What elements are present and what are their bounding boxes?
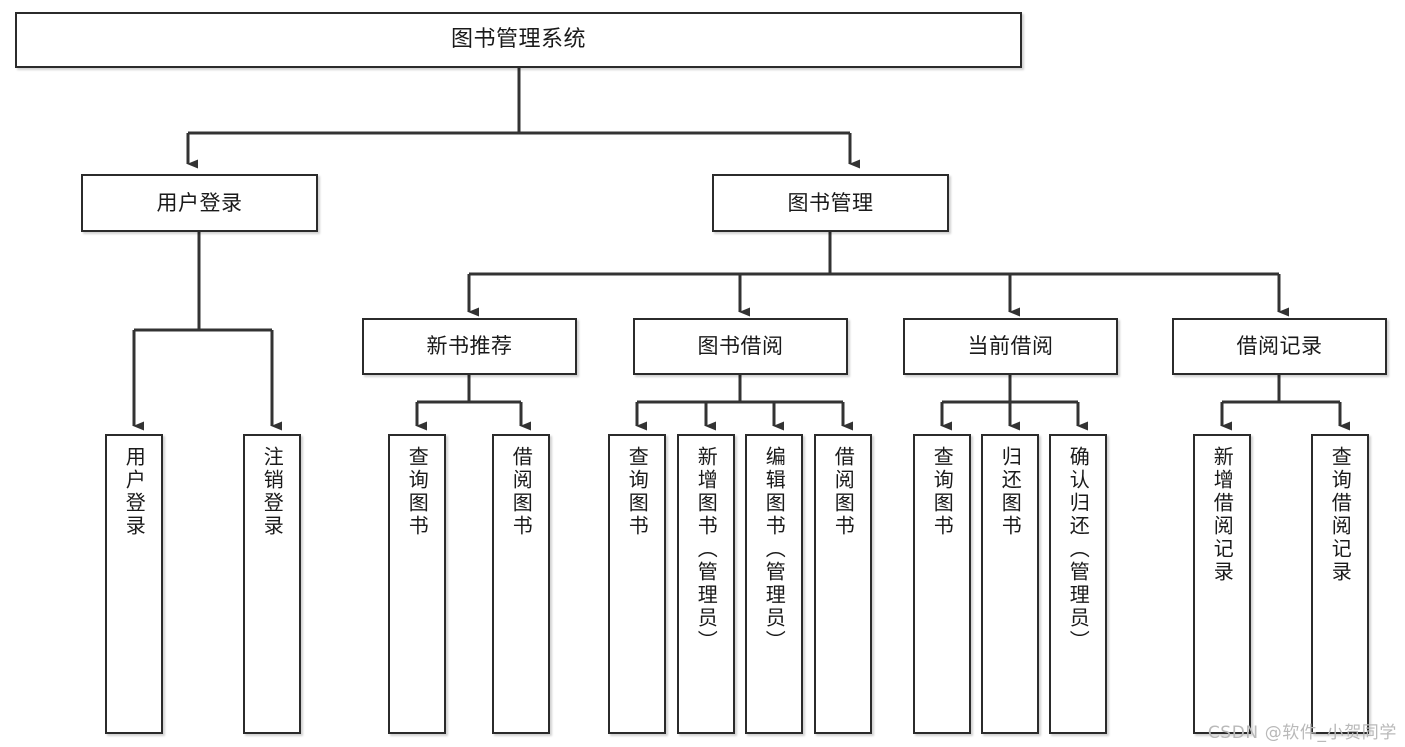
- node-borrow-record-label: 借阅记录: [1236, 334, 1323, 359]
- node-leaf-confirm-return[interactable]: 确认归还（管理员）: [1049, 434, 1107, 734]
- node-book-borrow[interactable]: 图书借阅: [633, 318, 848, 375]
- node-current-borrow-label: 当前借阅: [967, 334, 1054, 359]
- node-leaf-query-record-label: 查询借阅记录: [1328, 446, 1353, 584]
- node-leaf-borrow-book-1[interactable]: 借阅图书: [492, 434, 550, 734]
- node-leaf-return-book-label: 归还图书: [998, 446, 1023, 538]
- node-book-manage[interactable]: 图书管理: [712, 174, 949, 232]
- node-leaf-confirm-return-label: 确认归还（管理员）: [1066, 446, 1091, 653]
- node-leaf-add-record-label: 新增借阅记录: [1210, 446, 1235, 584]
- node-leaf-user-login-label: 用户登录: [122, 446, 147, 538]
- node-leaf-user-logout-label: 注销登录: [260, 446, 285, 538]
- node-leaf-add-book[interactable]: 新增图书（管理员）: [677, 434, 735, 734]
- node-leaf-add-record[interactable]: 新增借阅记录: [1193, 434, 1251, 734]
- node-leaf-edit-book[interactable]: 编辑图书（管理员）: [745, 434, 803, 734]
- node-leaf-user-logout[interactable]: 注销登录: [243, 434, 301, 734]
- node-leaf-user-login[interactable]: 用户登录: [105, 434, 163, 734]
- node-user-login[interactable]: 用户登录: [81, 174, 318, 232]
- node-leaf-borrow-book-1-label: 借阅图书: [509, 446, 534, 538]
- node-leaf-borrow-book-2-label: 借阅图书: [831, 446, 856, 538]
- csdn-watermark: CSDN @软件_小贺同学: [1207, 723, 1397, 743]
- node-leaf-borrow-book-2[interactable]: 借阅图书: [814, 434, 872, 734]
- node-leaf-query-book-3-label: 查询图书: [930, 446, 955, 538]
- node-leaf-return-book[interactable]: 归还图书: [981, 434, 1039, 734]
- node-book-manage-label: 图书管理: [787, 190, 874, 215]
- node-book-borrow-label: 图书借阅: [697, 334, 784, 359]
- node-root-label: 图书管理系统: [450, 27, 586, 53]
- node-leaf-add-book-label: 新增图书（管理员）: [694, 446, 719, 653]
- node-leaf-query-book-2[interactable]: 查询图书: [608, 434, 666, 734]
- node-leaf-query-book-1-label: 查询图书: [405, 446, 430, 538]
- node-leaf-query-record[interactable]: 查询借阅记录: [1311, 434, 1369, 734]
- node-borrow-record[interactable]: 借阅记录: [1172, 318, 1387, 375]
- node-user-login-label: 用户登录: [156, 190, 243, 215]
- node-current-borrow[interactable]: 当前借阅: [903, 318, 1118, 375]
- node-leaf-query-book-3[interactable]: 查询图书: [913, 434, 971, 734]
- node-leaf-query-book-1[interactable]: 查询图书: [388, 434, 446, 734]
- node-new-book-recommend[interactable]: 新书推荐: [362, 318, 577, 375]
- node-new-book-recommend-label: 新书推荐: [426, 334, 513, 359]
- node-leaf-query-book-2-label: 查询图书: [625, 446, 650, 538]
- node-leaf-edit-book-label: 编辑图书（管理员）: [762, 446, 787, 653]
- node-root[interactable]: 图书管理系统: [15, 12, 1022, 68]
